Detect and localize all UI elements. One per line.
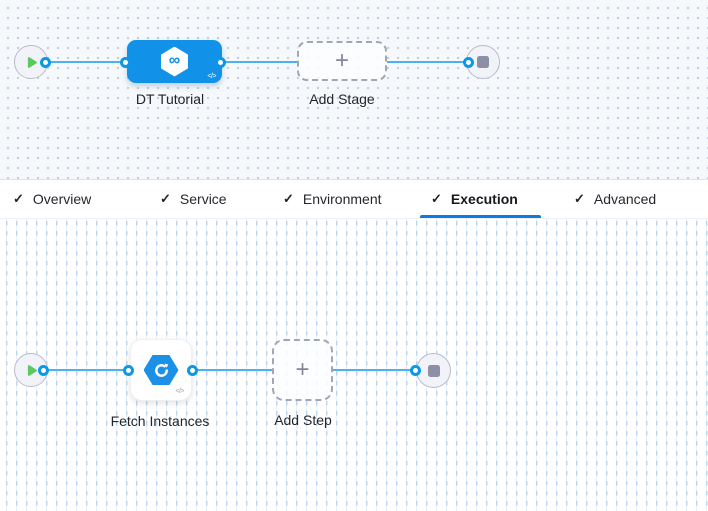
active-tab-underline	[420, 215, 541, 218]
tab-label: Execution	[450, 191, 518, 207]
stage-node-label: DT Tutorial	[135, 91, 205, 107]
add-stage-label: Add Stage	[309, 91, 375, 107]
check-icon: ✓	[431, 191, 442, 206]
tab-label: Service	[179, 191, 227, 207]
tab-overview[interactable]: ✓ Overview	[13, 180, 91, 218]
connector-dot[interactable]	[187, 365, 198, 376]
connector-dot[interactable]	[123, 365, 134, 376]
edge-start-to-stage	[44, 61, 128, 63]
edge-stage-to-addstage	[218, 61, 298, 63]
edge-addstage-to-end	[387, 61, 466, 63]
plus-icon: +	[334, 47, 349, 74]
tab-advanced[interactable]: ✓ Advanced	[574, 180, 656, 218]
stage-graph-canvas[interactable]: ∞ </> + DT Tutorial Add Stage	[0, 0, 708, 179]
connector-dot[interactable]	[463, 57, 474, 68]
execution-end-node	[416, 353, 451, 388]
check-icon: ✓	[283, 191, 294, 206]
tab-execution[interactable]: ✓ Execution	[431, 180, 518, 218]
check-icon: ✓	[574, 191, 585, 206]
tab-environment[interactable]: ✓ Environment	[283, 180, 382, 218]
step-node-fetch-instances[interactable]: </>	[130, 339, 192, 401]
tab-service[interactable]: ✓ Service	[160, 180, 227, 218]
infinity-glyph: ∞	[168, 51, 181, 69]
connector-dot[interactable]	[215, 57, 226, 68]
connector-dot[interactable]	[38, 365, 49, 376]
edge-addstep-to-end	[333, 369, 411, 371]
edge-step-to-addstep	[193, 369, 272, 371]
code-view-badge[interactable]: </>	[175, 388, 184, 395]
fetch-refresh-icon	[143, 355, 179, 385]
edge-start-to-step	[44, 369, 130, 371]
tab-label: Environment	[302, 191, 382, 207]
execution-graph-canvas[interactable]: </> + Fetch Instances Add Step	[0, 219, 708, 511]
add-stage-button[interactable]: +	[297, 41, 387, 81]
connector-dot[interactable]	[40, 57, 51, 68]
tab-label: Advanced	[593, 191, 657, 207]
stop-icon	[477, 56, 489, 68]
add-step-label: Add Step	[274, 412, 332, 428]
stop-icon	[427, 364, 440, 377]
step-node-label: Fetch Instances	[110, 413, 210, 429]
play-icon	[27, 364, 37, 376]
play-icon	[27, 56, 37, 68]
connector-dot[interactable]	[120, 57, 131, 68]
check-icon: ✓	[160, 191, 171, 206]
code-view-badge[interactable]: </>	[207, 73, 216, 80]
infinity-hexagon-icon: ∞	[161, 46, 188, 77]
stage-node-dt-tutorial[interactable]: ∞ </>	[127, 40, 222, 83]
check-icon: ✓	[13, 191, 24, 206]
connector-dot[interactable]	[410, 365, 421, 376]
refresh-arrow-icon	[154, 363, 168, 377]
add-step-button[interactable]: +	[272, 339, 333, 401]
tab-label: Overview	[32, 191, 92, 207]
stage-config-tabbar: ✓ Overview ✓ Service ✓ Environment ✓ Exe…	[0, 179, 708, 219]
plus-icon: +	[295, 356, 310, 383]
